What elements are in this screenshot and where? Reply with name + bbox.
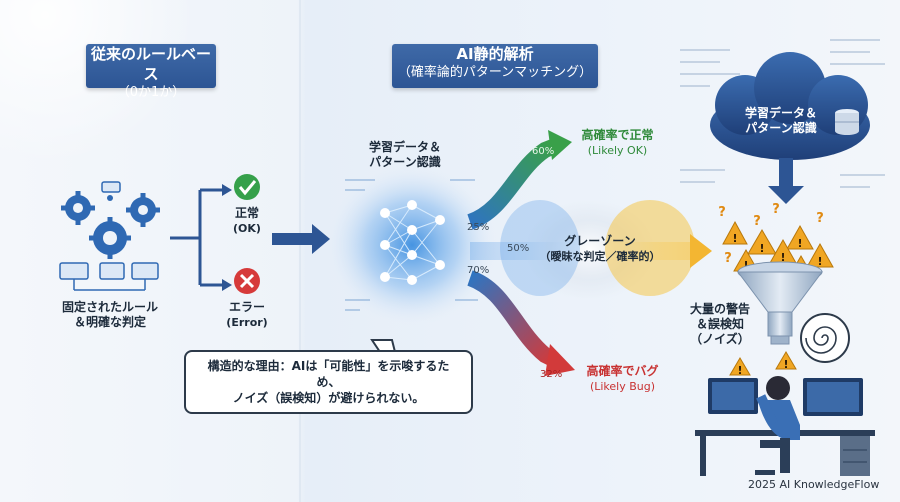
svg-text:!: ! [780, 251, 785, 264]
ai-analysis-header: AI静的解析 （確率論的パターンマッチング） [392, 44, 598, 88]
svg-text:!: ! [743, 259, 748, 272]
gray-zone-arrowhead [690, 234, 712, 268]
callout-line2: ノイズ（誤検知）が避けられない。 [232, 391, 425, 405]
rule-caption: 固定されたルール ＆明確な判定 [40, 300, 180, 330]
svg-text:?: ? [718, 205, 726, 220]
gears-icon [61, 191, 160, 259]
gray-zone-line1: グレーゾーン [564, 234, 636, 248]
arrowhead-ok [222, 184, 232, 196]
svg-text:!: ! [732, 232, 737, 245]
rule-branch-connector [170, 188, 222, 287]
arrowhead-error [222, 279, 232, 291]
confusion-swirl-icon [800, 313, 850, 363]
svg-text:?: ? [772, 202, 780, 217]
likely-ok-line1: 高確率で正常 [581, 128, 654, 142]
ai-analysis-subtitle: （確率論的パターンマッチング） [397, 65, 593, 80]
gray-zone-line2: （曖昧な判定／確率的） [539, 250, 661, 263]
code-lines-decoration [345, 179, 478, 311]
nn-caption-line2: パターン認識 [369, 155, 441, 169]
warnings-label: 大量の警告 ＆誤検知 （ノイズ） [680, 302, 760, 347]
warnings-line1: 大量の警告 [689, 302, 750, 316]
nn-caption-line1: 学習データ＆ [368, 140, 441, 154]
error-label-line1: エラー [228, 300, 265, 314]
likely-ok-arrow [466, 130, 572, 230]
svg-text:?: ? [753, 214, 761, 229]
flowchart-boxes-icon [59, 181, 159, 291]
input-arrow [272, 224, 330, 254]
cloud-label-line2: パターン認識 [745, 121, 817, 135]
error-label-line2: (Error) [226, 316, 268, 329]
nn-caption: 学習データ＆ パターン認識 [350, 140, 460, 170]
pct-50: 50% [507, 243, 530, 254]
likely-ok-line2: (Likely OK) [587, 144, 648, 157]
neural-nodes [380, 200, 445, 285]
structural-reason-callout: 構造的な理由：AIは「可能性」を示唆するため、 ノイズ（誤検知）が避けられない。 [184, 350, 473, 414]
neural-network-glow [327, 165, 497, 325]
svg-text:!: ! [737, 364, 742, 377]
check-icon [234, 174, 260, 200]
rule-based-header: 従来のルールベース （0か1か） [86, 44, 216, 100]
rule-based-title: 従来のルールベース [90, 45, 211, 83]
funnel-icon [737, 261, 823, 345]
pct-25: 25% [467, 222, 490, 233]
ok-label-line2: (OK) [233, 222, 261, 235]
ok-label-line1: 正常 [234, 206, 259, 220]
rule-based-subtitle: （0か1か） [116, 85, 186, 100]
warning-triangles: !!! !!! !!! ??? ??? [718, 202, 834, 377]
svg-text:?: ? [816, 211, 824, 226]
rule-caption-line2: ＆明確な判定 [73, 315, 146, 329]
warnings-line2: ＆誤検知 [695, 317, 744, 331]
database-icon [835, 109, 859, 135]
error-label: エラー (Error) [214, 300, 280, 330]
likely-bug-arrow [466, 270, 575, 376]
ai-analysis-title: AI静的解析 [456, 45, 534, 63]
gray-zone-blue-glow [500, 200, 580, 296]
cloud-icon [710, 52, 870, 160]
ok-label: 正常 (OK) [222, 206, 272, 236]
footer-credit: 2025 AI KnowledgeFlow [748, 478, 880, 491]
code-background [680, 39, 885, 188]
pct-70: 70% [467, 265, 490, 276]
gray-zone-yellow-glow [605, 200, 695, 296]
gray-zone-label: グレーゾーン （曖昧な判定／確率的） [535, 234, 665, 264]
cloud-down-arrow [768, 158, 804, 204]
error-x-icon [234, 268, 260, 294]
svg-text:?: ? [724, 251, 732, 266]
pct-32: 32% [540, 369, 563, 380]
likely-bug-line1: 高確率でバグ [586, 364, 659, 378]
cloud-label: 学習データ＆ パターン認識 [736, 106, 826, 136]
svg-text:!: ! [797, 237, 802, 250]
pct-60: 60% [532, 146, 555, 157]
svg-text:!: ! [783, 358, 788, 371]
likely-bug-label: 高確率でバグ (Likely Bug) [570, 364, 675, 394]
warnings-line3: （ノイズ） [690, 332, 750, 346]
likely-ok-label: 高確率で正常 (Likely OK) [565, 128, 670, 158]
likely-bug-line2: (Likely Bug) [589, 380, 656, 393]
svg-text:!: ! [759, 242, 764, 255]
cloud-label-line1: 学習データ＆ [744, 106, 817, 120]
callout-line1: 構造的な理由：AIは「可能性」を示唆するため、 [207, 359, 450, 389]
svg-text:!: ! [817, 255, 822, 268]
stressed-developer-illustration [695, 376, 875, 476]
rule-caption-line1: 固定されたルール [61, 300, 158, 314]
